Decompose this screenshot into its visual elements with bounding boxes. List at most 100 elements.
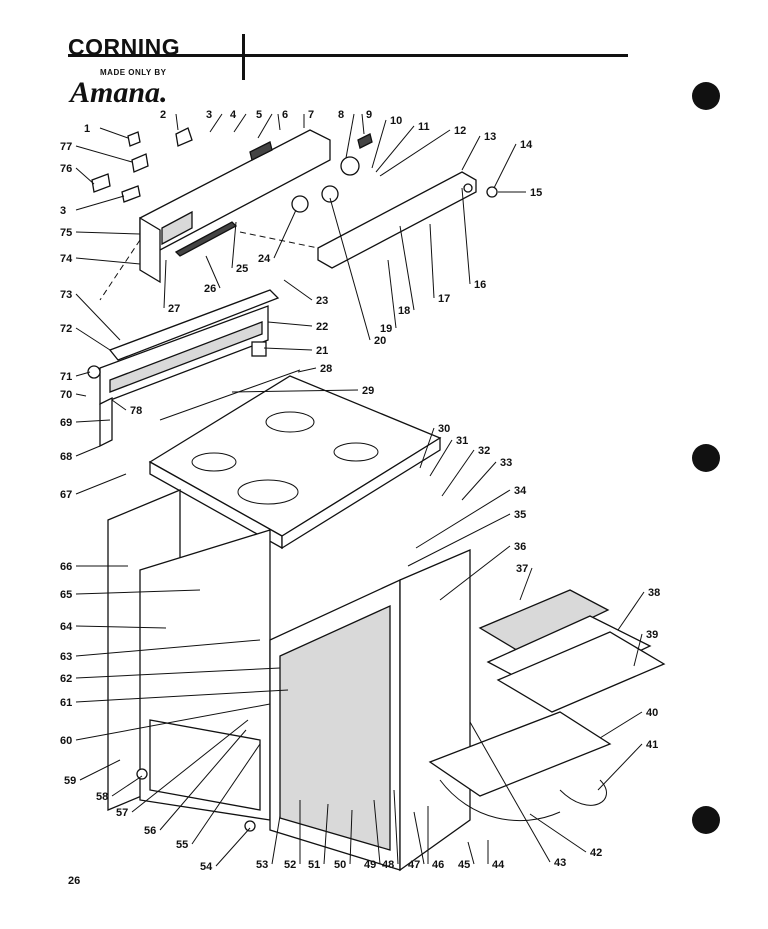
- leader-line-68: [75, 445, 101, 457]
- leader-line-8: [345, 113, 355, 159]
- callout-39: 39: [646, 629, 658, 641]
- leader-line-77: [75, 145, 133, 163]
- callout-36: 36: [514, 541, 526, 553]
- callout-34: 34: [514, 485, 527, 497]
- callout-50: 50: [334, 859, 346, 871]
- leader-line-20: [329, 197, 371, 341]
- callout-18: 18: [398, 305, 410, 317]
- leader-line-24: [273, 209, 297, 259]
- callout-61: 61: [60, 697, 72, 709]
- binder-hole-middle: [692, 444, 720, 472]
- callout-41: 41: [646, 739, 658, 751]
- callout-20: 20: [374, 335, 386, 347]
- callout-1: 1: [84, 123, 90, 135]
- leader-line-17: [429, 223, 435, 299]
- leader-line-3: [209, 113, 223, 133]
- callout-38: 38: [648, 587, 660, 599]
- leader-line-35: [407, 513, 511, 567]
- callout-16: 16: [474, 279, 486, 291]
- oven-racks: [428, 589, 666, 822]
- callout-47: 47: [408, 859, 420, 871]
- callout-54: 54: [200, 861, 213, 873]
- callout-33: 33: [500, 457, 512, 469]
- callout-21: 21: [316, 345, 328, 357]
- leader-line-16: [461, 187, 471, 285]
- header-rule-horizontal: [68, 54, 628, 57]
- callout-44: 44: [492, 859, 505, 871]
- callout-52: 52: [284, 859, 296, 871]
- amana-logo: Amana.: [70, 76, 168, 109]
- leader-line-74: [75, 257, 141, 265]
- leader-line-47: [413, 811, 425, 865]
- leader-line-40: [599, 711, 643, 739]
- leader-line-31: [429, 439, 453, 477]
- leader-line-45: [467, 841, 475, 865]
- leader-line-9: [361, 113, 365, 135]
- callout-72: 72: [60, 323, 72, 335]
- callout-12: 12: [454, 125, 466, 137]
- callout-11: 11: [418, 121, 430, 133]
- leader-line-39: [633, 633, 643, 667]
- leader-line-5: [257, 113, 273, 139]
- callout-58: 58: [96, 791, 108, 803]
- callout-51: 51: [308, 859, 320, 871]
- callout-66: 66: [60, 561, 72, 573]
- page-header: CORNING MADE ONLY BY Amana.: [0, 0, 768, 120]
- leader-line-13: [461, 135, 481, 171]
- leader-line-28: [297, 367, 317, 373]
- leader-line-21: [263, 347, 313, 351]
- leader-line-60: [75, 703, 271, 741]
- callout-40: 40: [646, 707, 658, 719]
- leader-line-63: [75, 639, 261, 657]
- leader-line-72: [75, 327, 111, 351]
- callout-71: 71: [60, 371, 72, 383]
- leader-line-51: [323, 803, 329, 865]
- callout-46: 46: [432, 859, 444, 871]
- leader-line-12: [379, 129, 451, 177]
- leader-line-11: [375, 125, 415, 173]
- callout-23: 23: [316, 295, 328, 307]
- leader-line-49: [373, 799, 381, 865]
- callout-70: 70: [60, 389, 72, 401]
- leader-line-37: [519, 567, 533, 601]
- leader-line-25: [231, 221, 237, 269]
- callout-55: 55: [176, 839, 188, 851]
- callout-57: 57: [116, 807, 128, 819]
- callout-76: 76: [60, 163, 72, 175]
- callout-5: 5: [256, 109, 262, 121]
- leader-line-69: [75, 419, 111, 423]
- callout-45: 45: [458, 859, 470, 871]
- leader-line-67: [75, 473, 127, 495]
- callout-9: 9: [366, 109, 372, 121]
- callout-22: 22: [316, 321, 328, 333]
- callout-3: 3: [60, 205, 66, 217]
- callout-29: 29: [362, 385, 374, 397]
- callout-74: 74: [60, 253, 73, 265]
- cooktop-glass: [148, 369, 442, 550]
- leader-line-56: [159, 729, 247, 831]
- binder-hole-top: [692, 82, 720, 110]
- callout-69: 69: [60, 417, 72, 429]
- callout-75: 75: [60, 227, 72, 239]
- leader-line-14: [493, 143, 517, 189]
- callout-15: 15: [530, 187, 542, 199]
- leader-line-22: [267, 321, 313, 327]
- callout-56: 56: [144, 825, 156, 837]
- leader-line-2: [175, 113, 179, 131]
- callout-24: 24: [258, 253, 271, 265]
- made-by-text: MADE ONLY BY: [100, 68, 167, 77]
- callout-19: 19: [380, 323, 392, 335]
- callout-26: 26: [204, 283, 216, 295]
- leader-line-36: [439, 545, 511, 601]
- leader-line-38: [617, 591, 645, 631]
- callout-8: 8: [338, 109, 344, 121]
- leader-line-62: [75, 667, 281, 679]
- leader-line-26: [205, 255, 221, 289]
- leader-line-58: [111, 775, 143, 797]
- leader-line-57: [131, 719, 249, 813]
- binder-hole-bottom: [692, 806, 720, 834]
- leader-line-6: [277, 113, 281, 131]
- callout-7: 7: [308, 109, 314, 121]
- callout-42: 42: [590, 847, 602, 859]
